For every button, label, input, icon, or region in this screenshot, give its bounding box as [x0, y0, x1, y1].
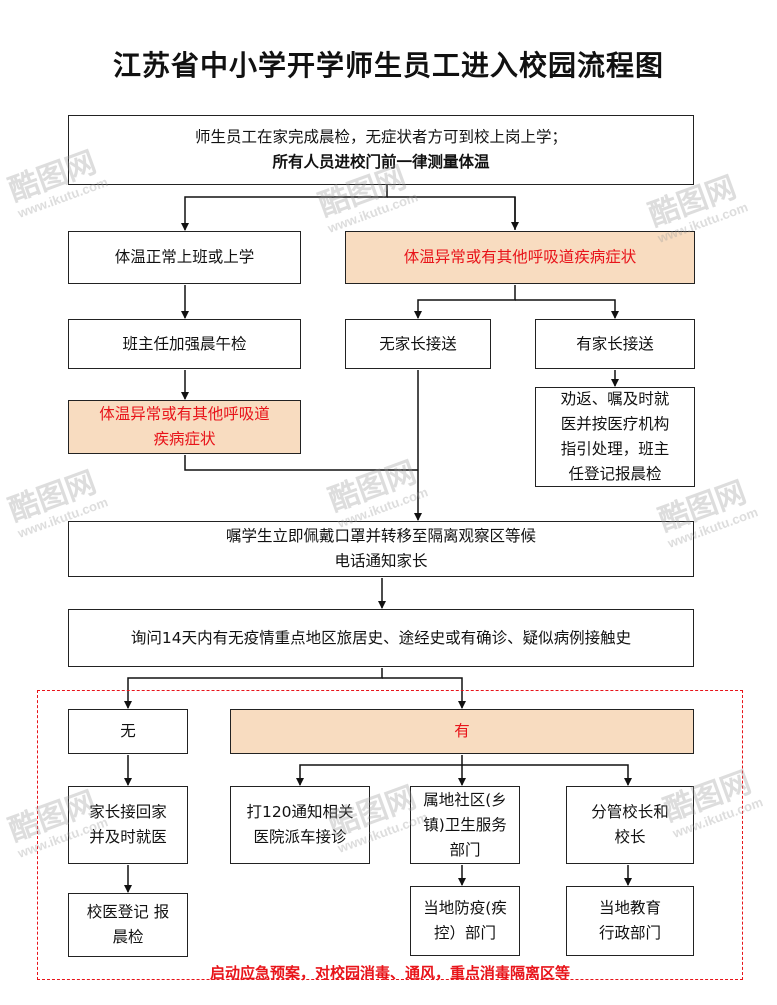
no-label: 无 [120, 722, 136, 740]
advise-return-label: 劝返、嘱及时就 医并按医疗机构 指引处理，班主 任登记报晨检 [560, 390, 670, 483]
has-parent-label: 有家长接送 [576, 334, 654, 353]
emergency-footer-text: 启动应急预案，对校园消毒、通风，重点消毒隔离区等 [209, 964, 570, 982]
abnormal-temp-label: 体温异常或有其他呼吸道疾病症状 [403, 248, 637, 266]
no-node: 无 [68, 709, 188, 754]
isolate-label: 嘱学生立即佩戴口罩并转移至隔离观察区等候 电话通知家长 [225, 527, 536, 570]
epidemic-label: 当地防疫(疾 控）部门 [423, 899, 507, 942]
no-parent-node: 无家长接送 [345, 319, 491, 369]
start-line-2: 所有人员进校门前一律测量体温 [272, 153, 490, 171]
call-120-label: 打120通知相关 医院派车接诊 [246, 803, 354, 846]
call-120-node: 打120通知相关 医院派车接诊 [230, 786, 370, 864]
normal-temp-node: 体温正常上班或上学 [68, 231, 301, 284]
chart-title: 江苏省中小学开学师生员工进入校园流程图 [112, 49, 664, 82]
epidemic-node: 当地防疫(疾 控）部门 [410, 886, 520, 956]
school-doctor-node: 校医登记 报 晨检 [68, 893, 188, 957]
abnormal-temp-node: 体温异常或有其他呼吸道疾病症状 [345, 231, 695, 284]
abnormal-temp-2-node: 体温异常或有其他呼吸道 疾病症状 [68, 400, 301, 454]
has-parent-node: 有家长接送 [535, 319, 695, 369]
community-label: 属地社区(乡 镇)卫生服务 部门 [423, 790, 507, 859]
no-parent-label: 无家长接送 [379, 334, 457, 353]
education-label: 当地教育 行政部门 [598, 899, 661, 942]
principal-node: 分管校长和 校长 [566, 786, 694, 864]
advise-return-node: 劝返、嘱及时就 医并按医疗机构 指引处理，班主 任登记报晨检 [535, 387, 695, 487]
normal-temp-label: 体温正常上班或上学 [114, 248, 255, 266]
school-doctor-label: 校医登记 报 晨检 [86, 903, 170, 946]
community-node: 属地社区(乡 镇)卫生服务 部门 [410, 786, 520, 864]
isolate-node: 嘱学生立即佩戴口罩并转移至隔离观察区等候 电话通知家长 [68, 521, 694, 577]
start-node: 师生员工在家完成晨检，无症状者方可到校上岗上学； 所有人员进校门前一律测量体温 [68, 115, 694, 185]
emergency-dashed-frame [37, 690, 743, 980]
start-line-1: 师生员工在家完成晨检，无症状者方可到校上岗上学； [194, 128, 567, 146]
education-node: 当地教育 行政部门 [566, 886, 694, 956]
inquiry-node: 询问14天内有无疫情重点地区旅居史、途经史或有确诊、疑似病例接触史 [68, 609, 694, 667]
principal-label: 分管校长和 校长 [591, 803, 669, 846]
yes-label: 有 [454, 722, 470, 740]
inquiry-label: 询问14天内有无疫情重点地区旅居史、途经史或有确诊、疑似病例接触史 [130, 628, 632, 647]
abnormal-temp-2-label: 体温异常或有其他呼吸道 疾病症状 [99, 405, 270, 448]
parent-pickup-label: 家长接回家 并及时就医 [89, 803, 167, 846]
teacher-check-label: 班主任加强晨午检 [122, 334, 247, 353]
yes-node: 有 [230, 709, 694, 754]
teacher-check-node: 班主任加强晨午检 [68, 319, 301, 369]
parent-pickup-node: 家长接回家 并及时就医 [68, 786, 188, 864]
